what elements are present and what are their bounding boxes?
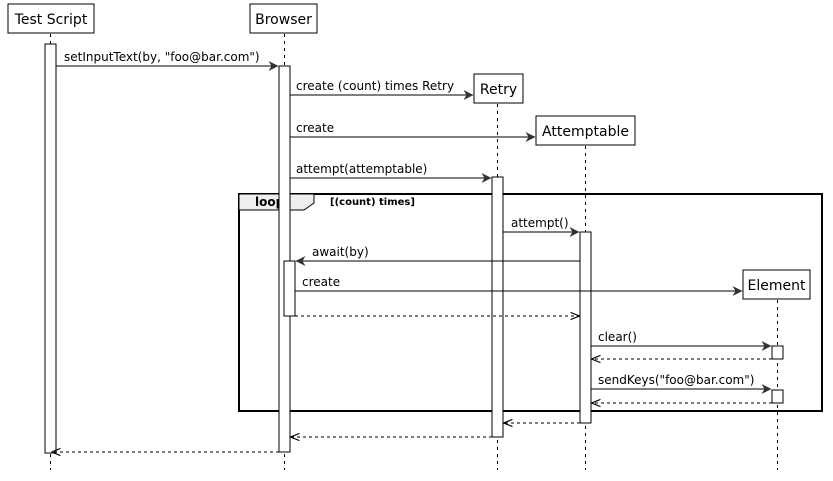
- message-create-attemptable: create: [290, 121, 536, 142]
- message-label: setInputText(by, "foo@bar.com"): [64, 50, 260, 64]
- loop-tab: [238, 193, 315, 211]
- loop-fragment: loop [(count) times]: [238, 193, 823, 412]
- participant-label: Attemptable: [542, 124, 629, 140]
- message-label: create: [302, 275, 340, 289]
- participant-label: Element: [748, 278, 806, 294]
- activation-browser-nested: [283, 260, 296, 317]
- message-label: create (count) times Retry: [296, 79, 454, 93]
- participant-label: Test Script: [14, 12, 88, 28]
- message-send-keys: sendKeys("foo@bar.com"): [591, 373, 772, 394]
- message-set-input-text: setInputText(by, "foo@bar.com"): [56, 50, 279, 71]
- message-clear: clear(): [591, 330, 772, 351]
- activation-attemptable: [579, 231, 592, 424]
- message-label: attempt(attemptable): [296, 162, 427, 176]
- loop-label: loop: [255, 195, 285, 209]
- message-label: attempt(): [511, 216, 569, 230]
- participant-label: Browser: [255, 12, 312, 28]
- message-attempt: attempt(): [503, 216, 580, 237]
- participant-browser: Browser: [249, 3, 318, 34]
- participant-test-script: Test Script: [7, 3, 95, 34]
- message-label: await(by): [312, 245, 369, 259]
- activation-element-sendkeys: [771, 389, 784, 404]
- message-create-element: create: [295, 275, 743, 296]
- activation-test-script: [44, 43, 57, 454]
- activation-element-clear: [771, 345, 784, 360]
- participant-attemptable: Attemptable: [535, 115, 636, 146]
- loop-condition: [(count) times]: [330, 197, 415, 208]
- participant-retry: Retry: [473, 73, 524, 104]
- message-await: await(by): [295, 245, 580, 266]
- activation-retry: [491, 176, 504, 438]
- message-label: create: [296, 121, 334, 135]
- activation-browser-main: [278, 65, 291, 453]
- participant-element: Element: [742, 269, 811, 300]
- message-attempt-attemptable: attempt(attemptable): [290, 162, 492, 183]
- participant-label: Retry: [480, 82, 517, 98]
- loop-frame: [238, 193, 823, 412]
- message-label: sendKeys("foo@bar.com"): [598, 373, 754, 387]
- message-label: clear(): [598, 330, 637, 344]
- message-create-retry: create (count) times Retry: [290, 79, 474, 100]
